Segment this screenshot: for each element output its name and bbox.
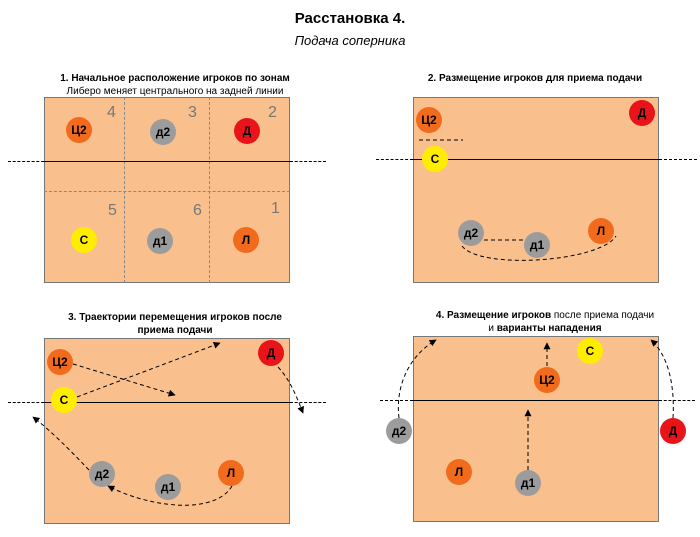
panel4-caption-rest: после приема подачи xyxy=(551,310,655,321)
panel1-zone-divider xyxy=(124,97,125,283)
player-middle-2: Ц2 xyxy=(66,117,92,143)
player-opposite: Д xyxy=(660,418,686,444)
panel1-zone-divider xyxy=(209,97,210,283)
panel4-net-left xyxy=(380,400,413,401)
panel3-libero-trajectory xyxy=(107,485,233,506)
panel1-caption: 1. Начальное расположение игроков по зон… xyxy=(20,72,330,98)
player-middle-2: Ц2 xyxy=(534,367,560,393)
panel3-opposite-trajectory xyxy=(277,366,304,414)
player-outside-1: д1 xyxy=(155,474,181,500)
zone-number-4: 4 xyxy=(107,104,116,121)
player-libero: Л xyxy=(446,459,472,485)
player-outside-2: д2 xyxy=(386,418,412,444)
player-setter: С xyxy=(51,387,77,413)
player-setter: С xyxy=(71,227,97,253)
zone-number-5: 5 xyxy=(108,202,117,219)
panel4-caption: 4. Размещение игроков после приема подач… xyxy=(400,309,690,335)
player-middle-2: Ц2 xyxy=(416,107,442,133)
zone-number-6: 6 xyxy=(193,202,202,219)
player-opposite: Д xyxy=(258,340,284,366)
panel3-setter-trajectory xyxy=(76,341,221,398)
player-libero: Л xyxy=(588,218,614,244)
panel2-net-line xyxy=(413,159,659,160)
panel3-caption-title-2: приема подачи xyxy=(137,325,213,336)
panel4-caption-line2-prefix: и xyxy=(488,323,497,334)
panel4-net-line xyxy=(413,400,659,401)
player-outside-2: д2 xyxy=(458,220,484,246)
panel1-caption-subtitle: Либеро меняет центрального на задней лин… xyxy=(66,86,284,97)
panel3-outside2-trajectory xyxy=(32,416,90,471)
player-outside-1: д1 xyxy=(147,228,173,254)
player-setter: С xyxy=(577,338,603,364)
page-title: Расстановка 4. xyxy=(294,10,406,27)
panel2-net-right xyxy=(659,159,697,160)
panel4-caption-line2-bold: варианты нападения xyxy=(496,323,602,334)
panel2-reception-arc xyxy=(461,235,617,261)
panel3-net-right xyxy=(290,402,326,403)
panel3-net-left xyxy=(8,402,44,403)
panel1-net-left xyxy=(8,161,44,162)
panel2-net-left xyxy=(376,159,413,160)
player-opposite: Д xyxy=(629,100,655,126)
panel4-net-right xyxy=(659,400,695,401)
player-outside-2: д2 xyxy=(89,461,115,487)
panel3-caption: 3. Траектории перемещения игроков после … xyxy=(40,311,310,337)
panel4-opposite-attack xyxy=(650,339,674,419)
panel1-net-line xyxy=(44,161,290,162)
panel3-middle-trajectory xyxy=(72,363,176,397)
panel3-net-line xyxy=(44,402,290,403)
panel1-zone-divider xyxy=(44,191,290,192)
panel1-caption-title: 1. Начальное расположение игроков по зон… xyxy=(60,73,290,84)
zone-number-2: 2 xyxy=(268,104,277,121)
player-opposite: Д xyxy=(234,118,260,144)
panel1-net-right xyxy=(290,161,326,162)
player-outside-1: д1 xyxy=(524,232,550,258)
player-setter: С xyxy=(422,146,448,172)
player-libero: Л xyxy=(218,460,244,486)
zone-number-1: 1 xyxy=(271,200,280,217)
player-middle-2: Ц2 xyxy=(47,349,73,375)
player-outside-2: д2 xyxy=(150,119,176,145)
player-libero: Л xyxy=(233,227,259,253)
page-subtitle: Подача соперника xyxy=(294,33,406,48)
panel3-caption-title: 3. Траектории перемещения игроков после xyxy=(68,312,282,323)
panel4-outside2-attack xyxy=(397,339,437,419)
panel2-caption-title: 2. Размещение игроков для приема подачи xyxy=(427,73,643,84)
player-outside-1: д1 xyxy=(515,470,541,496)
zone-number-3: 3 xyxy=(188,104,197,121)
panel2-caption: 2. Размещение игроков для приема подачи xyxy=(380,72,690,85)
panel4-caption-title: 4. Размещение игроков xyxy=(435,310,552,321)
